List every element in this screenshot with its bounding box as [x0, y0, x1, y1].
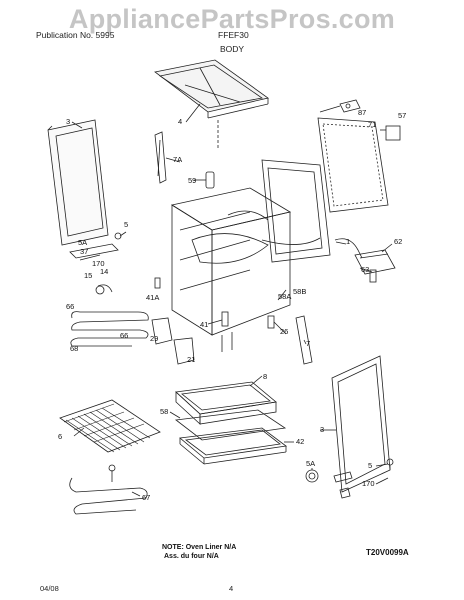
- callout-29: 29: [150, 334, 159, 343]
- footer-page-number: 4: [229, 584, 234, 593]
- footer-date: 04/08: [40, 584, 59, 593]
- callout-170-left: 170: [92, 259, 105, 268]
- callout-14: 14: [100, 267, 109, 276]
- callout-68: 68: [70, 344, 79, 353]
- callout-7A: 7A: [173, 155, 183, 164]
- callout-4: 4: [178, 117, 183, 126]
- callout-66-right: 66: [120, 331, 129, 340]
- callout-26: 26: [280, 327, 289, 336]
- callout-5-right: 5: [368, 461, 373, 470]
- callout-66-left: 66: [66, 302, 75, 311]
- callout-3-right: 3: [320, 425, 325, 434]
- callout-5-left: 5: [124, 220, 129, 229]
- diagram-code: T20V0099A: [366, 548, 409, 557]
- callout-59: 59: [188, 176, 197, 185]
- callout-6: 6: [58, 432, 63, 441]
- callout-5A-left: 5A: [78, 238, 88, 247]
- callout-67: 67: [142, 493, 151, 502]
- callout-37: 37: [80, 247, 89, 256]
- callout-3-left: 3: [66, 117, 71, 126]
- callout-8: 8: [263, 372, 268, 381]
- callout-1: 1: [346, 237, 351, 246]
- model-number: FFEF30: [218, 30, 249, 40]
- callout-62: 62: [394, 237, 403, 246]
- callout-87: 87: [358, 108, 367, 117]
- note-line-1: NOTE: Oven Liner N/A: [162, 544, 237, 551]
- note-line-2: Ass. du four N/A: [164, 553, 219, 560]
- watermark: AppliancePartsPros.com: [68, 4, 396, 34]
- callout-71: 71: [368, 120, 377, 129]
- callout-41A: 41A: [146, 293, 160, 302]
- callout-63: 63: [361, 265, 370, 274]
- section-title: BODY: [220, 44, 245, 54]
- publication-number: Publication No. 5995: [36, 30, 115, 40]
- callout-42: 42: [296, 437, 305, 446]
- callout-41: 41: [200, 320, 209, 329]
- callout-58A: 58A: [278, 292, 292, 301]
- callout-58: 58: [160, 407, 169, 416]
- callout-58B: 58B: [293, 287, 307, 296]
- callout-57: 57: [398, 111, 407, 120]
- callout-15: 15: [84, 271, 93, 280]
- callout-170-right: 170: [362, 479, 375, 488]
- callout-7-right: 7: [306, 339, 311, 348]
- callout-5A-right: 5A: [306, 459, 316, 468]
- callout-21: 21: [187, 355, 196, 364]
